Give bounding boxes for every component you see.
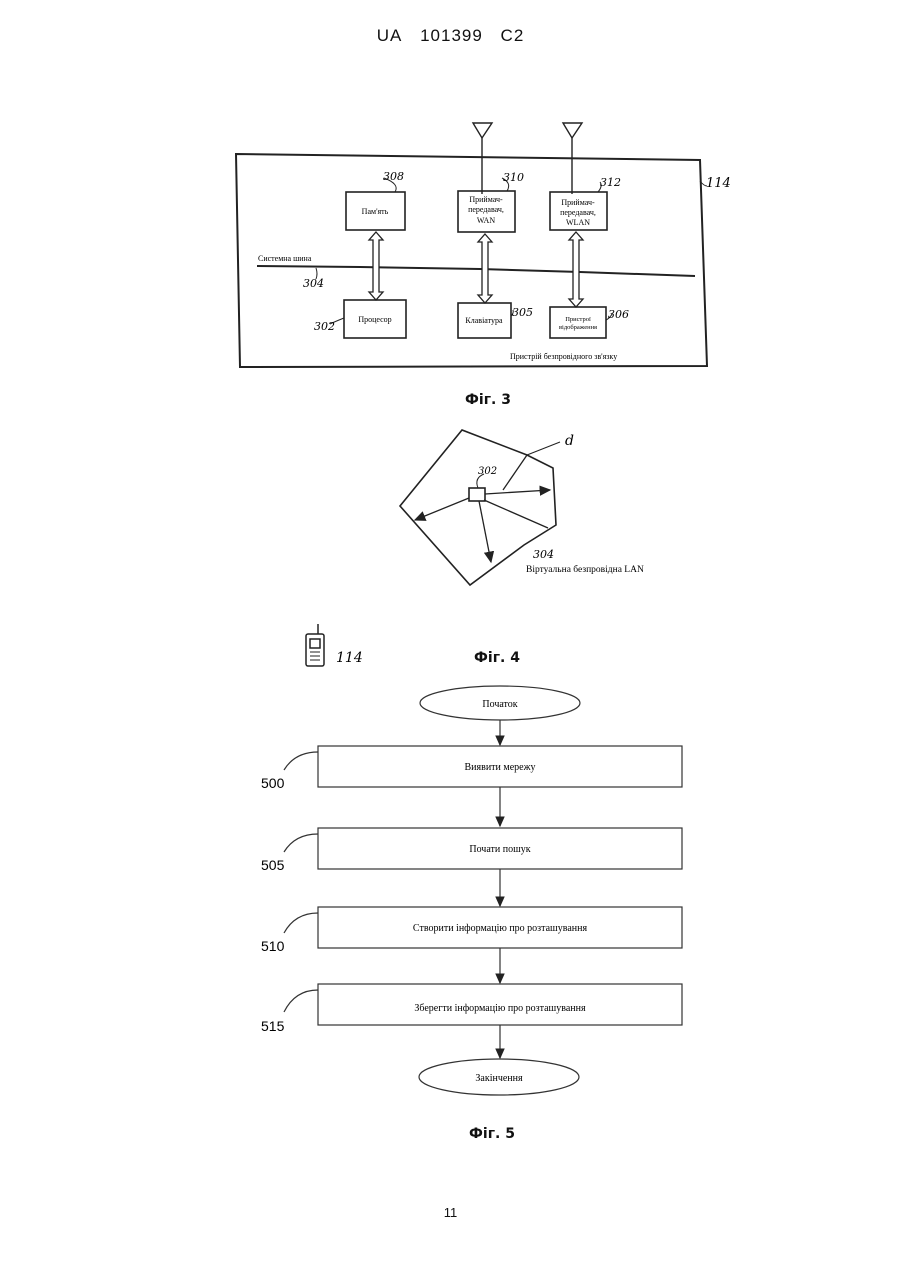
fig5-leader-515	[284, 990, 318, 1012]
fig4-phone-ref: 114	[336, 650, 363, 666]
fig5-step-500-label: Виявити мережу	[464, 762, 535, 773]
fig4-vector-up	[503, 455, 527, 490]
fig4-vector-right	[485, 490, 550, 494]
fig4-ref-302: 302	[478, 466, 497, 477]
fig4-vector-down	[479, 501, 491, 562]
fig5-flowchart	[284, 686, 682, 1095]
fig3-ref-308: 308	[383, 170, 404, 183]
fig4-node-302	[469, 488, 485, 501]
fig3-ref-306: 306	[608, 308, 629, 321]
fig4-area-label: Віртуальна безпровідна LAN	[526, 564, 644, 575]
fig3-antenna-wan	[473, 123, 492, 194]
fig3-diagram	[236, 123, 707, 367]
fig4-caption: Фіг. 4	[397, 650, 597, 666]
fig3-processor-label: Процесор	[358, 315, 391, 324]
fig3-display-line1: Пристрої	[565, 316, 591, 323]
fig4-vector-lowright	[484, 500, 548, 528]
fig3-wlan-line1: Приймач-	[561, 198, 595, 207]
fig3-memory-label: Пам'ять	[362, 207, 389, 216]
fig5-step-505-label: Почати пошук	[469, 844, 530, 855]
fig4-ref-304: 304	[533, 548, 554, 561]
fig5-leader-500	[284, 752, 318, 770]
fig4-diagram	[400, 430, 560, 585]
fig3-ref-312: 312	[600, 176, 621, 189]
fig3-display-line2: відображення	[559, 324, 597, 331]
fig4-vector-left	[415, 498, 469, 520]
fig5-start-label: Початок	[482, 699, 517, 710]
page-number: 11	[0, 1205, 901, 1220]
fig3-system-bus	[257, 266, 695, 276]
fig5-step-510-label: Створити інформацію про розташування	[413, 923, 588, 934]
fig3-wan-line2: передавач,	[468, 205, 504, 214]
phone-icon	[306, 624, 324, 666]
fig3-wlan-line2: передавач,	[560, 208, 596, 217]
fig5-ref-500: 500	[261, 775, 285, 791]
fig5-leader-505	[284, 834, 318, 852]
fig3-ref-304: 304	[303, 277, 324, 290]
fig3-ref-302: 302	[314, 320, 335, 333]
fig5-end-label: Закінчення	[475, 1073, 523, 1084]
fig3-wan-line1: Приймач-	[469, 195, 503, 204]
fig5-ref-505: 505	[261, 857, 285, 873]
fig3-device-label: Пристрій безпровідного зв'язку	[510, 352, 617, 361]
fig3-wlan-line3: WLAN	[566, 218, 590, 227]
fig4-d-leader	[527, 442, 560, 455]
fig5-caption: Фіг. 5	[392, 1126, 592, 1142]
fig5-ref-515: 515	[261, 1018, 285, 1034]
fig3-keyboard-label: Клавіатура	[465, 316, 503, 325]
fig3-ref-114: 114	[706, 176, 731, 191]
fig3-caption: Фіг. 3	[388, 392, 588, 408]
fig3-wan-line3: WAN	[477, 216, 495, 225]
fig3-ref-310: 310	[503, 171, 524, 184]
fig5-leader-510	[284, 913, 318, 933]
fig5-ref-510: 510	[261, 938, 285, 954]
fig5-step-515-label: Зберегти інформацію про розташування	[414, 1003, 586, 1014]
fig3-ref-305: 305	[512, 306, 533, 319]
fig3-bus-label: Системна шина	[258, 254, 312, 263]
fig4-distance-label: d	[565, 433, 574, 449]
